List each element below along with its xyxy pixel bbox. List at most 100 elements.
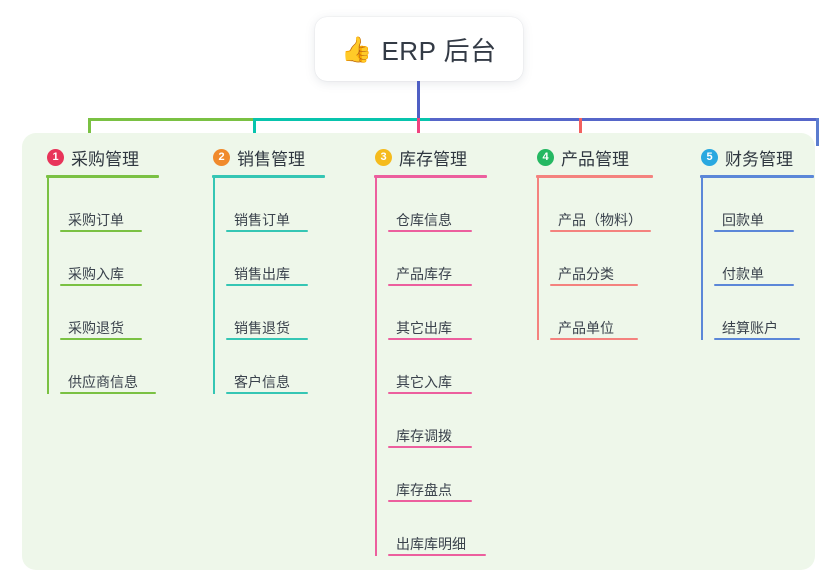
root-node[interactable]: 👍 ERP 后台 [315, 17, 523, 81]
branch-item-underline [714, 230, 794, 232]
branch-item-label: 库存调拨 [396, 428, 452, 444]
branch-item-label: 销售订单 [234, 212, 290, 228]
branch-title: 销售管理 [237, 149, 305, 169]
drop-connector-3 [417, 118, 420, 146]
branch-item-label: 其它入库 [396, 374, 452, 390]
branch-item[interactable]: 采购入库 [47, 232, 184, 286]
drop-connector-2 [253, 118, 256, 146]
branch-title: 产品管理 [561, 149, 629, 169]
branch-number-badge: 5 [701, 148, 718, 166]
branch-item[interactable]: 供应商信息 [47, 340, 184, 394]
branch-item-label: 销售退货 [234, 320, 290, 336]
branch-item-underline [388, 284, 472, 286]
branch-column-1: 1 采购管理采购订单采购入库采购退货供应商信息 [34, 145, 184, 394]
branch-item-underline [550, 338, 638, 340]
branch-item-label: 销售出库 [234, 266, 290, 282]
branch-item-label: 产品分类 [558, 266, 614, 282]
branch-item[interactable]: 出库库明细 [375, 502, 512, 556]
bus-segment-2 [253, 118, 432, 121]
branch-item[interactable]: 产品（物料） [537, 178, 674, 232]
root-stem-connector [417, 81, 420, 118]
branch-item-label: 产品库存 [396, 266, 452, 282]
branch-underline [212, 175, 325, 178]
branch-items: 仓库信息产品库存其它出库其它入库库存调拨库存盘点出库库明细 [362, 178, 512, 556]
branch-item-underline [714, 284, 794, 286]
branch-item-label: 库存盘点 [396, 482, 452, 498]
branch-item-underline [550, 230, 651, 232]
branch-item[interactable]: 产品单位 [537, 286, 674, 340]
branch-item-underline [226, 392, 308, 394]
branch-spine [537, 178, 539, 340]
branch-item-underline [388, 392, 472, 394]
branch-number-badge: 1 [47, 148, 64, 166]
root-title: ERP 后台 [381, 35, 497, 66]
branch-item-label: 产品（物料） [558, 212, 642, 228]
branch-item[interactable]: 产品分类 [537, 232, 674, 286]
branch-item-underline [226, 230, 308, 232]
branch-spine [375, 178, 377, 556]
branch-item[interactable]: 其它出库 [375, 286, 512, 340]
branch-item-underline [226, 284, 308, 286]
branch-item-label: 产品单位 [558, 320, 614, 336]
branch-items: 销售订单销售出库销售退货客户信息 [200, 178, 350, 394]
drop-connector-5 [816, 118, 819, 146]
branch-number-badge: 2 [213, 148, 230, 166]
branch-item[interactable]: 仓库信息 [375, 178, 512, 232]
branch-item-underline [60, 338, 142, 340]
branch-item-label: 供应商信息 [68, 374, 138, 390]
branch-item-label: 结算账户 [722, 320, 778, 336]
branch-column-2: 2 销售管理销售订单销售出库销售退货客户信息 [200, 145, 350, 394]
branch-item[interactable]: 销售退货 [213, 286, 350, 340]
branch-item[interactable]: 销售订单 [213, 178, 350, 232]
branch-item-label: 其它出库 [396, 320, 452, 336]
branch-item-label: 采购退货 [68, 320, 124, 336]
branch-item-label: 客户信息 [234, 374, 290, 390]
branch-item-underline [60, 284, 142, 286]
branch-item[interactable]: 结算账户 [701, 286, 838, 340]
branch-title: 库存管理 [399, 149, 467, 169]
thumbs-up-icon: 👍 [341, 35, 373, 64]
branch-item-underline [388, 446, 472, 448]
branch-item[interactable]: 库存盘点 [375, 448, 512, 502]
branch-header-5[interactable]: 5 财务管理 [688, 145, 838, 169]
branch-header-2[interactable]: 2 销售管理 [200, 145, 350, 169]
branch-item-underline [550, 284, 638, 286]
branch-item-underline [388, 230, 472, 232]
branch-item-underline [388, 500, 472, 502]
branch-spine [213, 178, 215, 394]
branch-column-5: 5 财务管理回款单付款单结算账户 [688, 145, 838, 340]
drop-connector-1 [88, 118, 91, 146]
branch-item[interactable]: 销售出库 [213, 232, 350, 286]
branch-item[interactable]: 客户信息 [213, 340, 350, 394]
branch-item[interactable]: 其它入库 [375, 340, 512, 394]
branch-item-underline [60, 230, 142, 232]
branch-header-1[interactable]: 1 采购管理 [34, 145, 184, 169]
branch-item[interactable]: 库存调拨 [375, 394, 512, 448]
branch-item[interactable]: 采购退货 [47, 286, 184, 340]
bus-segment-1 [88, 118, 255, 121]
branch-item[interactable]: 产品库存 [375, 232, 512, 286]
bus-segment-3 [430, 118, 818, 121]
branches-panel [22, 133, 815, 570]
branch-item[interactable]: 付款单 [701, 232, 838, 286]
branch-item-label: 仓库信息 [396, 212, 452, 228]
branch-title: 采购管理 [71, 149, 139, 169]
branch-item[interactable]: 采购订单 [47, 178, 184, 232]
branch-item-label: 采购订单 [68, 212, 124, 228]
branch-spine [47, 178, 49, 394]
branch-underline [46, 175, 159, 178]
branch-item-label: 回款单 [722, 212, 764, 228]
branch-spine [701, 178, 703, 340]
branch-item-label: 付款单 [722, 266, 764, 282]
branch-item-underline [226, 338, 308, 340]
branch-item-underline [388, 338, 472, 340]
branch-item[interactable]: 回款单 [701, 178, 838, 232]
branch-underline [374, 175, 487, 178]
branch-item-underline [60, 392, 156, 394]
branch-title: 财务管理 [725, 149, 793, 169]
